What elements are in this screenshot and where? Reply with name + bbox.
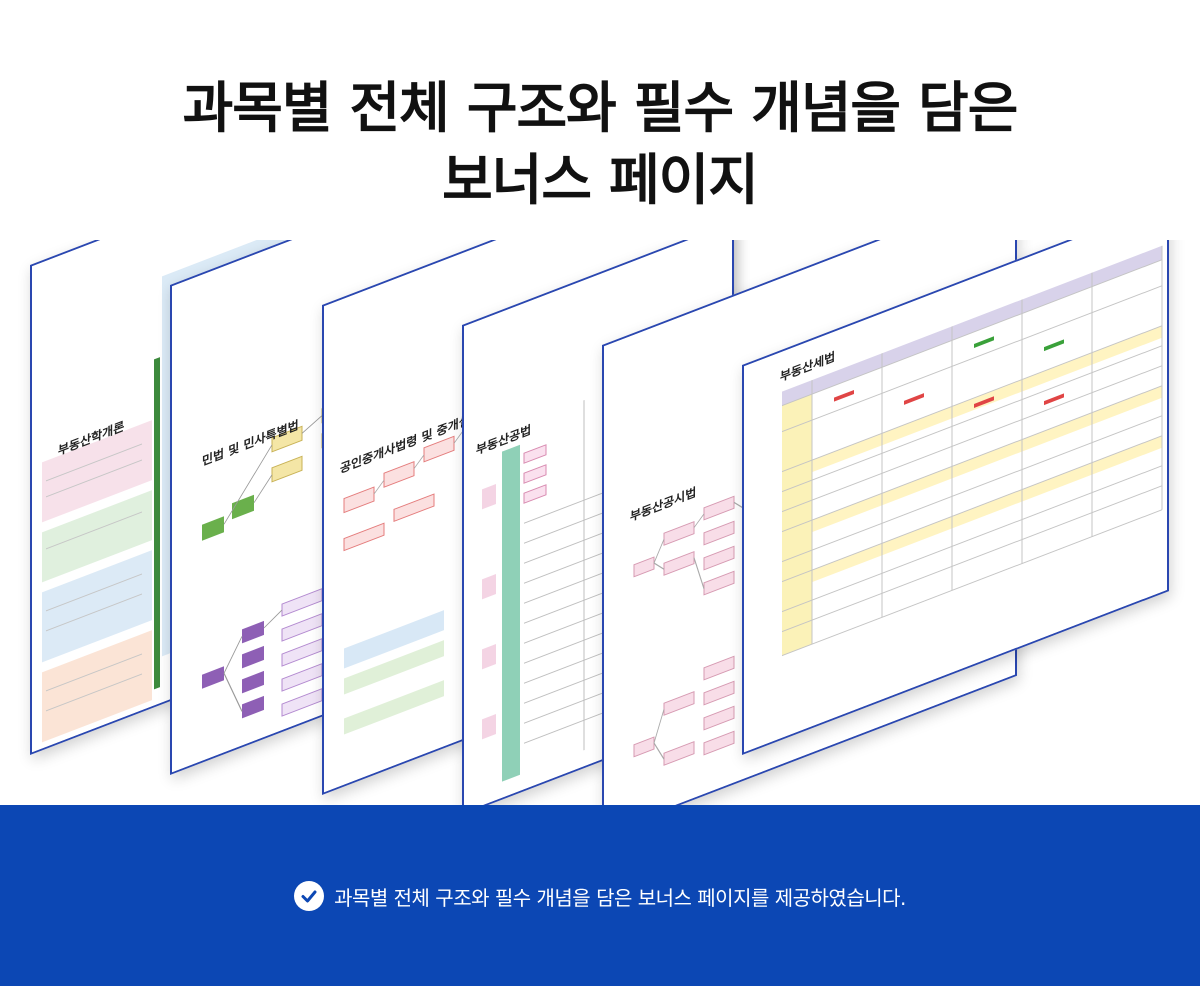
sheet-content-grid [744,240,1169,755]
sheet-tax-law: 부동산세법 [742,240,1169,755]
headline-line-1: 과목별 전체 구조와 필수 개념을 담은 [182,76,1019,140]
footer-row: 과목별 전체 구조와 필수 개념을 담은 보너스 페이지를 제공하였습니다. [0,878,1200,914]
headline-line-2: 보너스 페이지 [442,148,759,212]
check-circle-icon [294,881,325,911]
page-headline: 과목별 전체 구조와 필수 개념을 담은 보너스 페이지 [0,72,1200,216]
footer-text: 과목별 전체 구조와 필수 개념을 담은 보너스 페이지를 제공하였습니다. [334,885,906,910]
footer-banner: 과목별 전체 구조와 필수 개념을 담은 보너스 페이지를 제공하였습니다. [0,805,1200,986]
sheet-stack: 부동산학개론 [0,240,1200,805]
